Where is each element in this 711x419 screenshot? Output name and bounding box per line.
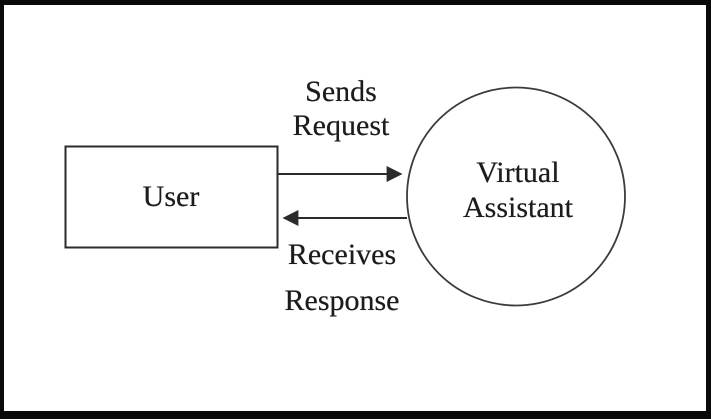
virtual-assistant-node-label: Virtual Assistant: [463, 155, 573, 225]
sends-request-label-line2: Request: [292, 109, 390, 142]
user-node-label: User: [143, 180, 200, 214]
virtual-assistant-label-line2: Assistant: [462, 191, 574, 224]
receives-response-label-line2: Response: [284, 284, 400, 317]
receives-response-edge-label: Receives Response: [285, 232, 400, 324]
receives-response-label-line1: Receives: [287, 238, 397, 271]
virtual-assistant-node-circle: [406, 86, 626, 307]
user-label-text: User: [142, 180, 200, 213]
user-node-rectangle: [64, 145, 279, 249]
virtual-assistant-label-line1: Virtual: [476, 156, 560, 189]
sends-request-edge-label: Sends Request: [293, 75, 390, 143]
sends-request-label-line1: Sends: [305, 75, 377, 108]
